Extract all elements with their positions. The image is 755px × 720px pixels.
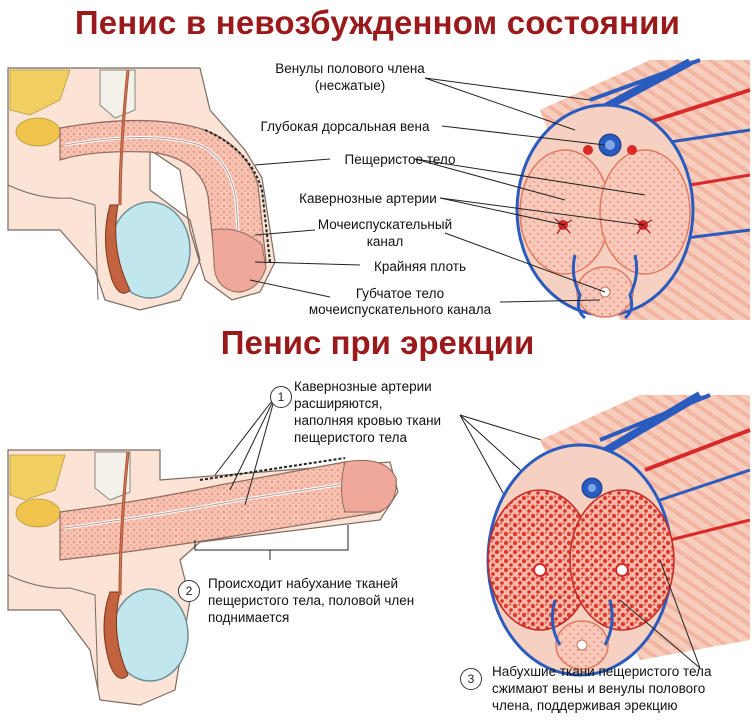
label-dorsal-vein: Глубокая дорсальная вена (260, 119, 430, 134)
step-1-number: 1 (270, 386, 292, 408)
flaccid-sagittal-section (7, 67, 276, 311)
step-2-line3: поднимается (208, 610, 290, 625)
label-cavernous-body: Пещеристое тело (344, 152, 456, 167)
step3-leader-lines (619, 559, 701, 669)
label-cavernous-arteries: Кавернозные артерии (299, 191, 437, 206)
flaccid-cross-section (515, 58, 751, 320)
step-2-line1: Происходит набухание тканей (208, 576, 399, 591)
step-1-line1: Кавернозные артерии (294, 379, 432, 394)
label-venules: Венулы полового члена (275, 61, 425, 76)
step-2-line2: пещеристого тела, половой член (208, 593, 415, 608)
step-3-line1: Набухшие ткани пещеристого тела (492, 664, 712, 679)
label-spongy-line2: мочеиспускательного канала (308, 302, 492, 317)
label-urethra-line1: Мочеиспускательный (317, 217, 453, 232)
step-3-line2: сжимают вены и венулы полового (492, 681, 706, 696)
step-1-line2: расширяются, (294, 396, 383, 411)
step-3-number: 3 (460, 668, 482, 690)
step-1-line3: наполняя кровью ткани (294, 413, 442, 428)
step-2-number: 2 (178, 580, 200, 602)
label-urethra-line2: канал (366, 234, 404, 249)
step-3-line3: члена, поддерживая эрекцию (492, 698, 678, 713)
label-venules-sub: (несжатые) (314, 78, 386, 93)
shaft-bracket (194, 525, 349, 551)
label-spongy-line1: Губчатое тело (355, 286, 445, 301)
title-flaccid: Пенис в невозбужденном состоянии (74, 4, 681, 41)
label-foreskin: Крайняя плоть (373, 259, 466, 274)
top-leader-lines (249, 77, 646, 303)
erect-cross-section (486, 391, 751, 677)
title-erect: Пенис при эрекции (220, 324, 535, 361)
step-1-line4: пещеристого тела (294, 430, 407, 445)
